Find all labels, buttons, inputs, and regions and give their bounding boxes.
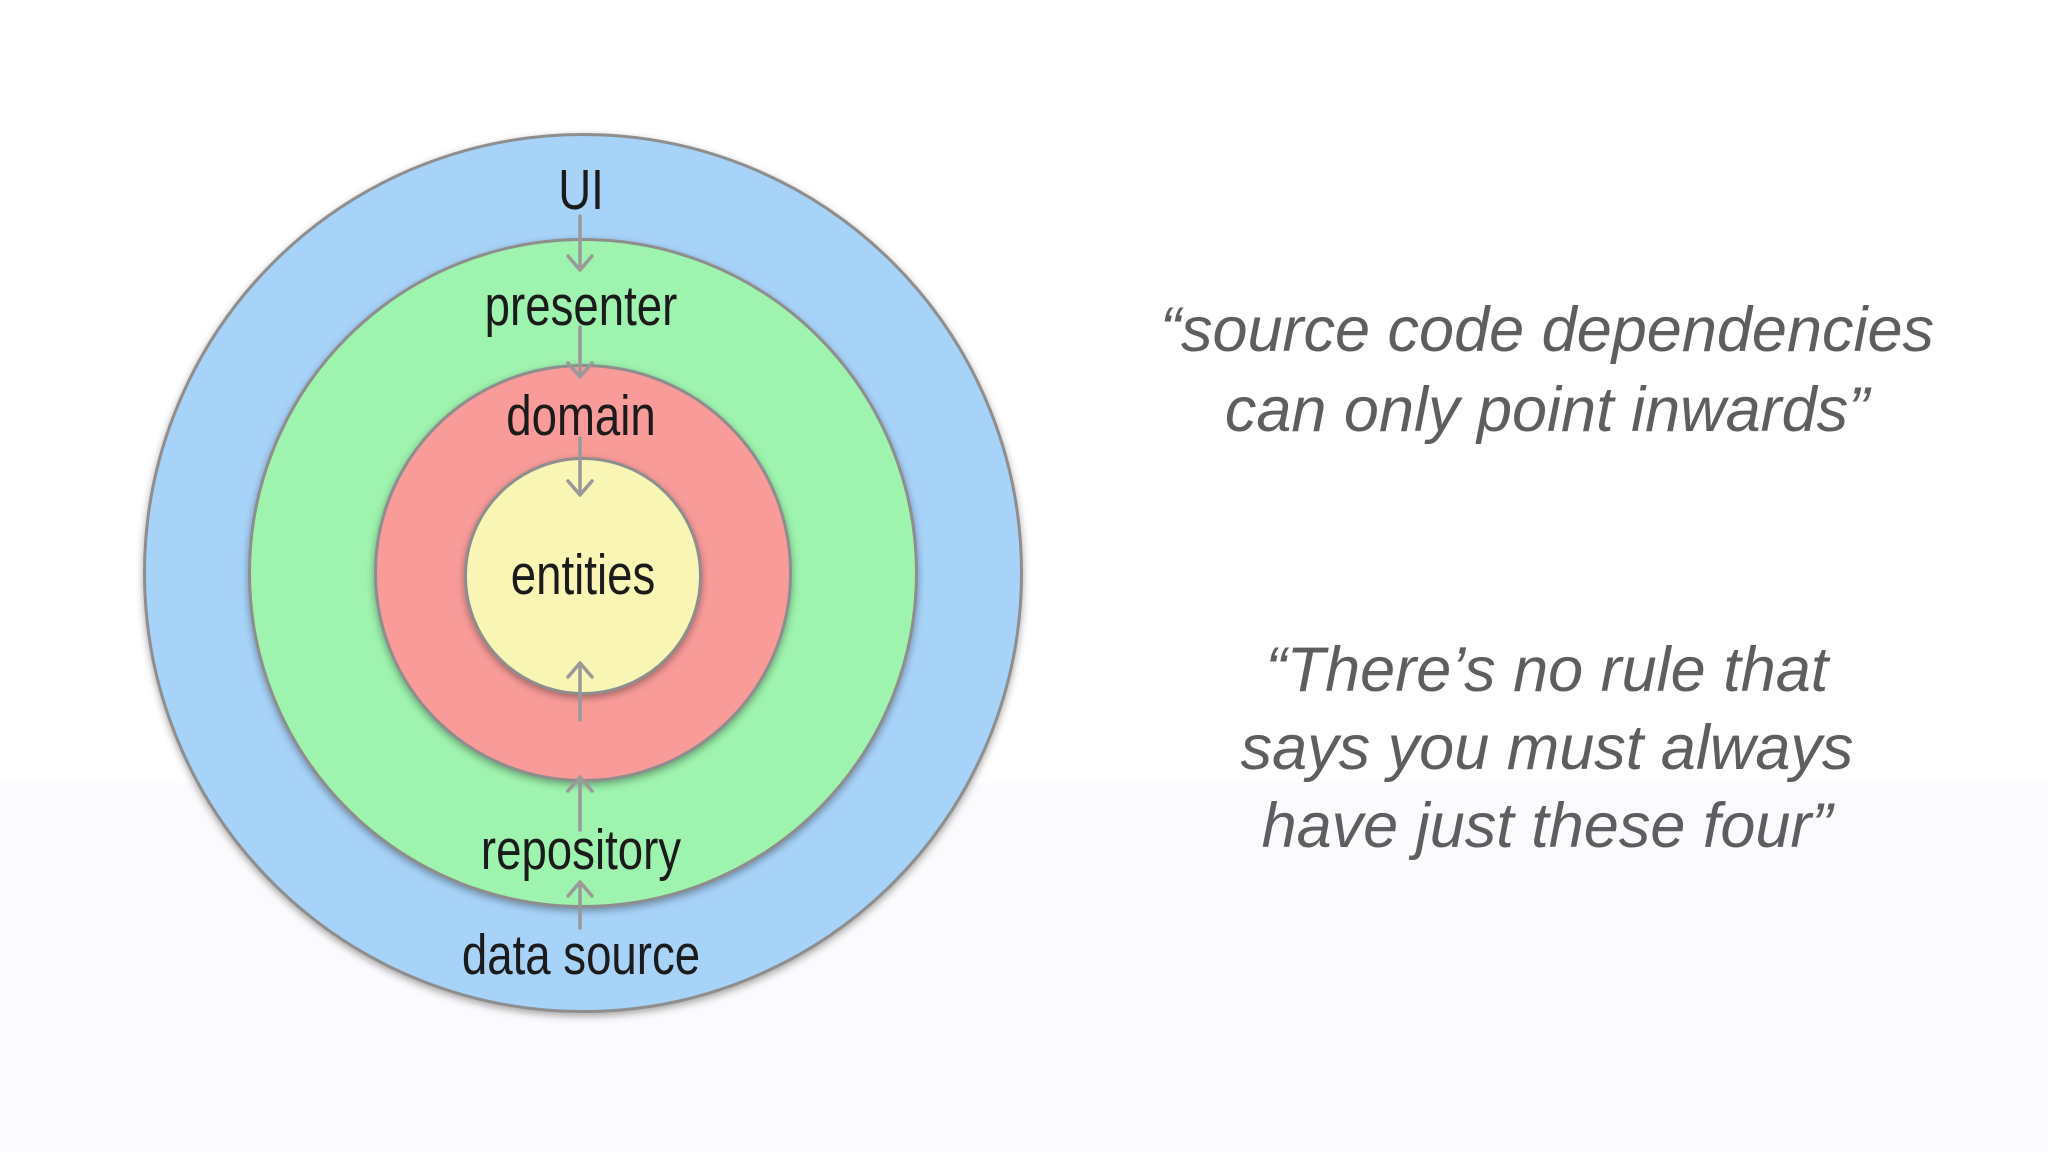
label-presenter: presenter — [484, 274, 678, 338]
label-repository: repository — [480, 818, 682, 882]
quote-line: “source code dependencies — [1159, 295, 1935, 365]
label-ui: UI — [558, 158, 604, 222]
quote-line: says you must always — [1240, 713, 1854, 783]
label-data-source: data source — [461, 923, 701, 987]
label-entities: entities — [510, 543, 656, 607]
quote-no-rule: “There’s no rule that says you must alwa… — [1077, 631, 2017, 865]
circle-entities — [464, 457, 702, 695]
quote-dependencies: “source code dependencies can only point… — [1077, 290, 2017, 450]
quote-line: have just these four” — [1261, 791, 1833, 861]
quote-line: “There’s no rule that — [1265, 635, 1829, 705]
label-domain: domain — [506, 384, 656, 448]
quote-line: can only point inwards” — [1224, 375, 1870, 445]
